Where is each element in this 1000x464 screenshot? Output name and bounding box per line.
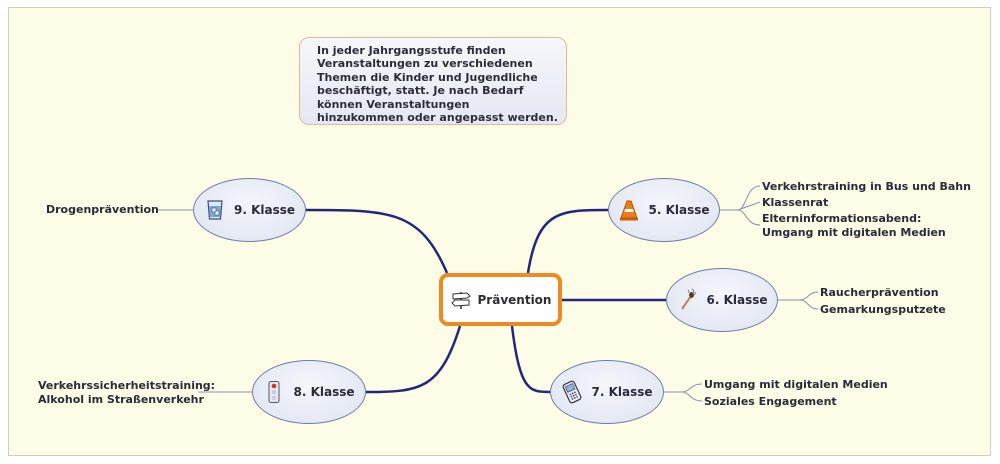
note-line: In jeder Jahrgangsstufe finden [317, 44, 506, 57]
leaf-text: Raucherprävention [820, 286, 939, 299]
leaf-text: Verkehrssicherheitstraining: [38, 379, 216, 392]
topic-5-klasse[interactable]: 5. Klasse [608, 178, 720, 242]
branch-line-7 [510, 325, 551, 394]
leaf-klassenrat[interactable]: Klassenrat [762, 196, 828, 210]
branch-line-5 [526, 208, 609, 274]
topic-8-klasse[interactable]: 8. Klasse [252, 360, 366, 424]
branch-line-8 [365, 325, 462, 394]
info-note: In jeder Jahrgangsstufe finden Veranstal… [299, 37, 567, 125]
leaf-text: Gemarkungsputzete [820, 303, 946, 316]
leaf-raucherpraevention[interactable]: Raucherprävention [820, 286, 939, 300]
leaf-text: Alkohol im Straßenverkehr [38, 393, 204, 406]
topic-6-klasse[interactable]: 6. Klasse [666, 268, 778, 332]
leaf-text: Drogenprävention [46, 203, 159, 216]
leaf-verkehrstraining[interactable]: Verkehrstraining in Bus und Bahn [762, 180, 971, 194]
note-line: können Veranstaltungen [317, 97, 470, 111]
central-topic[interactable]: Prävention [439, 273, 562, 326]
signpost-icon [450, 291, 471, 309]
leaf-elterninformationsabend[interactable]: Elterninformationsabend: Umgang mit digi… [762, 212, 946, 240]
note-line: beschäftigt, statt. Je nach Bedarf [317, 84, 524, 98]
topic-9-klasse[interactable]: 9. Klasse [193, 178, 306, 242]
leaf-verkehrssicherheitstraining[interactable]: Verkehrssicherheitstraining: Alkohol im … [38, 379, 215, 407]
leaf-line-7 [664, 383, 703, 402]
leaf-umgang-digitale-medien[interactable]: Umgang mit digitalen Medien [704, 378, 888, 392]
leaf-drogenpraevention[interactable]: Drogenprävention [46, 203, 159, 217]
leaf-text: Verkehrstraining in Bus und Bahn [762, 180, 971, 193]
mobile-phone-icon [563, 380, 582, 404]
leaf-line-5 [720, 185, 761, 226]
note-line: hinzukommen oder angepasst werden. [317, 111, 558, 125]
topic-7-klasse[interactable]: 7. Klasse [550, 360, 664, 424]
topic-7-label: 7. Klasse [591, 385, 653, 399]
drink-glass-icon [207, 200, 223, 220]
topic-9-label: 9. Klasse [233, 203, 296, 217]
leaf-line-6 [778, 291, 819, 310]
branch-line-9 [305, 208, 449, 274]
central-topic-label: Prävention [477, 292, 552, 307]
matchstick-icon [681, 288, 697, 310]
leaf-text: Umgang mit digitalen Medien [762, 226, 946, 239]
traffic-light-icon [268, 381, 280, 403]
leaf-soziales-engagement[interactable]: Soziales Engagement [704, 395, 837, 409]
note-line: Veranstaltungen zu verschiedenen [317, 57, 533, 71]
leaf-text: Soziales Engagement [704, 395, 837, 408]
topic-6-label: 6. Klasse [706, 293, 768, 307]
note-line: Themen die Kinder und Jugendliche [317, 70, 538, 84]
leaf-gemarkungsputzete[interactable]: Gemarkungsputzete [820, 303, 946, 317]
leaf-text: Umgang mit digitalen Medien [704, 378, 888, 391]
leaf-text: Klassenrat [762, 196, 829, 209]
leaf-text: Elterninformationsabend: [762, 212, 922, 225]
traffic-cone-icon [620, 200, 639, 221]
topic-5-label: 5. Klasse [648, 203, 710, 217]
topic-8-label: 8. Klasse [293, 385, 355, 399]
